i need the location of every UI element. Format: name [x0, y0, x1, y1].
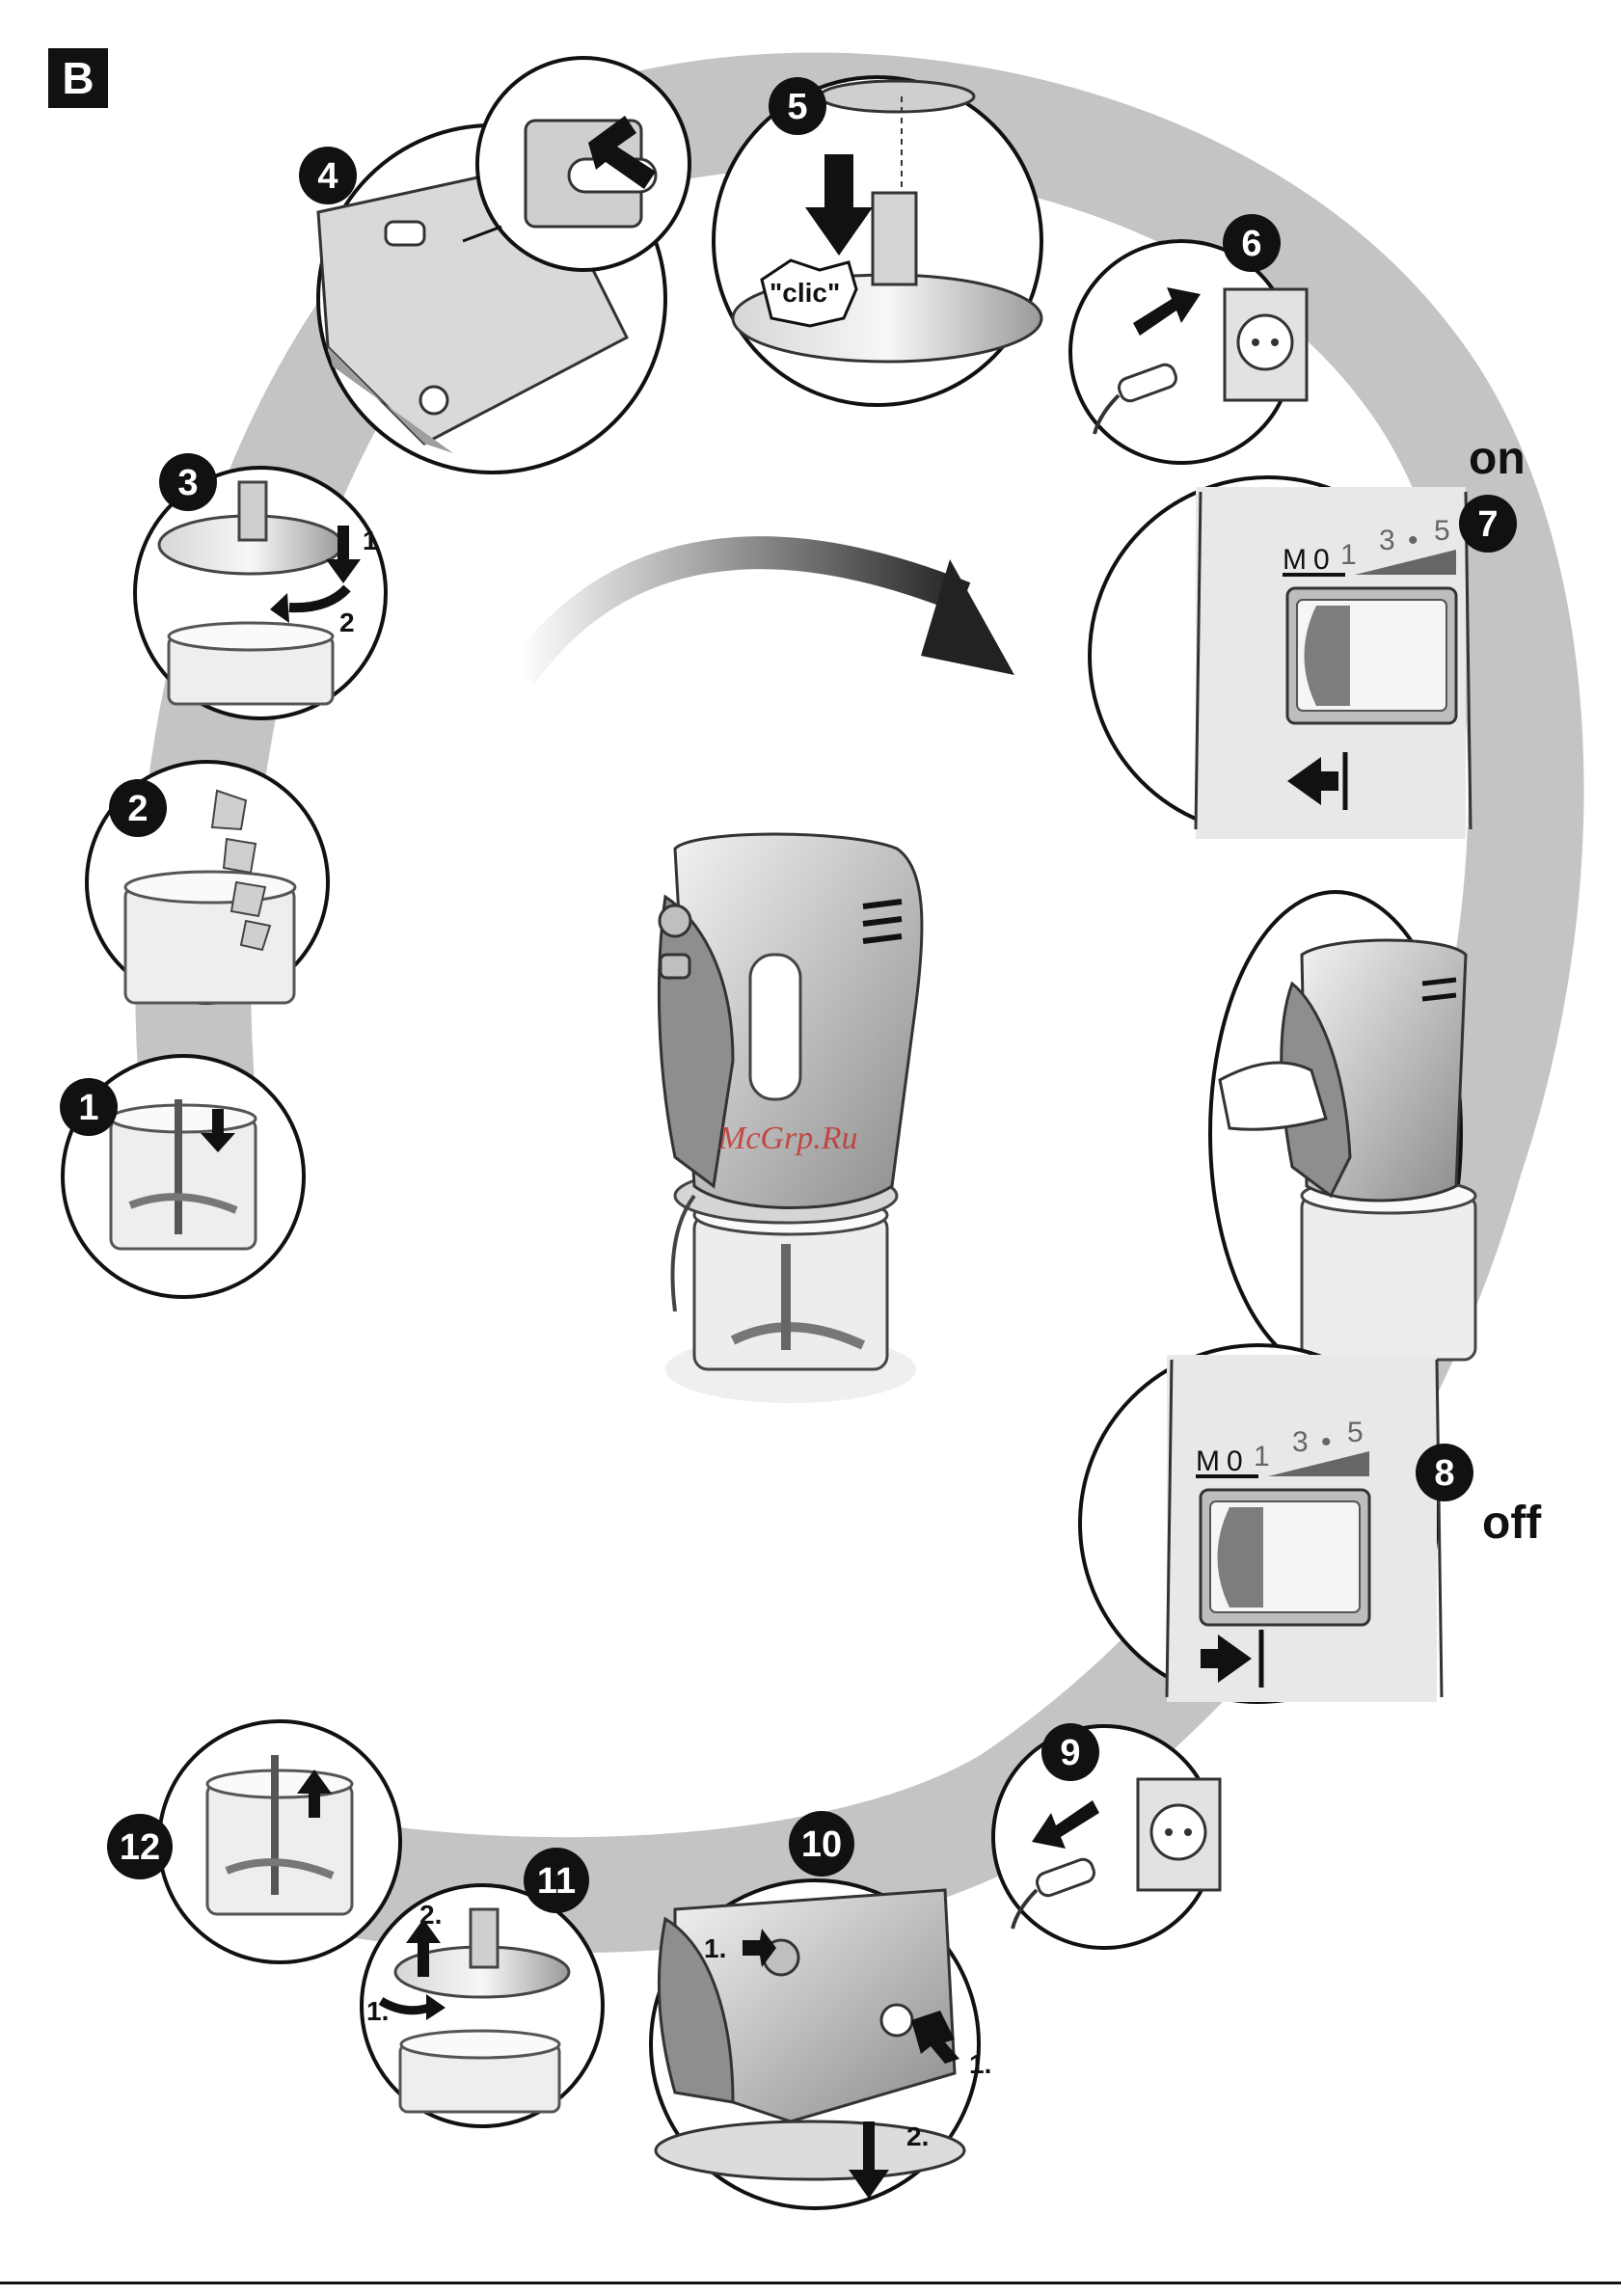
step-8-number: 8 [1434, 1453, 1454, 1494]
clic-label: "clic" [770, 278, 840, 308]
scale-mark-1: 1 [1340, 539, 1357, 571]
step-1-number: 1 [78, 1088, 98, 1128]
step-6-number: 6 [1241, 224, 1261, 264]
step-3-number: 3 [177, 463, 198, 503]
step-5-number: 5 [787, 87, 807, 127]
step-7-panel: M 0 1 3 • 5 [1090, 477, 1471, 839]
step-3-sub-1: 1 [363, 526, 378, 555]
step-11-sub-1: 1. [366, 1996, 389, 2026]
step-12-panel [159, 1721, 400, 1962]
scale-mark-dot: • [1408, 525, 1418, 556]
step-10-sub-1b: 1. [969, 2049, 991, 2079]
step-4-number: 4 [317, 156, 338, 197]
scale-mark-3-off: 3 [1292, 1426, 1309, 1458]
scale-mark-m: M [1283, 544, 1307, 576]
step-10-sub-2: 2. [906, 2121, 929, 2151]
step-2-number: 2 [127, 789, 148, 829]
step-9-panel [993, 1726, 1220, 1948]
scale-mark-0: 0 [1313, 544, 1330, 576]
watermark: McGrp.Ru [718, 1121, 857, 1157]
on-label: on [1469, 432, 1526, 485]
scale-mark-5: 5 [1434, 515, 1450, 547]
scale-mark-dot-off: • [1321, 1426, 1332, 1458]
step-12-number: 12 [120, 1827, 160, 1868]
step-11-number: 11 [537, 1861, 576, 1902]
scale-mark-0-off: 0 [1227, 1445, 1243, 1477]
section-badge: B [48, 48, 108, 108]
scale-mark-3: 3 [1379, 525, 1395, 556]
off-label: off [1482, 1497, 1541, 1550]
step-3-sub-2: 2 [339, 608, 355, 637]
step-11-sub-2: 2. [419, 1900, 442, 1930]
mixer-assembly [659, 834, 922, 1403]
socket-icon [1138, 1779, 1220, 1890]
step-9-number: 9 [1060, 1733, 1080, 1773]
operating-panel [1210, 892, 1475, 1374]
step-5-panel: "clic" [714, 77, 1041, 405]
step-10-sub-1a: 1. [704, 1933, 726, 1963]
step-10-number: 10 [801, 1824, 842, 1865]
footer-rule [0, 2282, 1621, 2284]
step-8-panel: M 0 1 3 • 5 [1080, 1345, 1442, 1702]
step-7-number: 7 [1477, 504, 1498, 545]
step-4-panel [318, 58, 689, 473]
curved-arrow-icon [521, 553, 1014, 675]
socket-icon [1225, 289, 1307, 400]
scale-mark-1-off: 1 [1254, 1441, 1270, 1472]
scale-mark-5-off: 5 [1347, 1417, 1364, 1448]
step-11-panel [362, 1885, 603, 2126]
scale-mark-m-off: M [1196, 1445, 1220, 1477]
step-10-panel [651, 1880, 979, 2208]
